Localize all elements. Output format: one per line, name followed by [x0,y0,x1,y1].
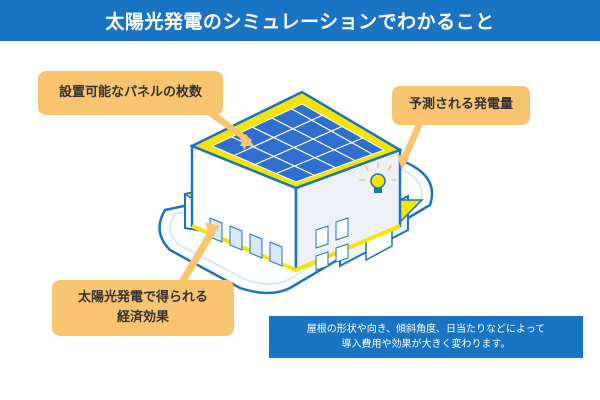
callout-economic-line2: 経済効果 [116,310,169,325]
callout-panel-count-label: 設置可能なパネルの枚数 [58,84,202,100]
side-windows [315,217,349,271]
page-title: 太陽光発電のシミュレーションでわかること [105,11,495,33]
light-bulb-icon [359,161,397,193]
callout-economic-effect: 太陽光発電で得られる 経済効果 [52,280,234,336]
callout-predicted-generation-label: 予測される発電量 [408,97,513,113]
page-header: 太陽光発電のシミュレーションでわかること [0,0,600,41]
info-note: 屋根の形状や向き、傾斜角度、日当たりなどによって 導入費用や効果が大きく変わりま… [269,316,583,358]
building-illustration [158,90,434,295]
info-note-line1: 屋根の形状や向き、傾斜角度、日当たりなどによって [306,324,546,335]
info-note-line2: 導入費用や効果が大きく変わります。 [341,339,511,350]
callout-predicted-generation: 予測される発電量 [392,86,530,125]
ground-inner [169,166,423,285]
front-windows [209,217,283,267]
building-base-trim [191,224,401,273]
callout-economic-line1: 太陽光発電で得られる [77,289,208,305]
solar-panel-grid [231,108,373,177]
callout-panel-count: 設置可能なパネルの枚数 [38,71,223,115]
